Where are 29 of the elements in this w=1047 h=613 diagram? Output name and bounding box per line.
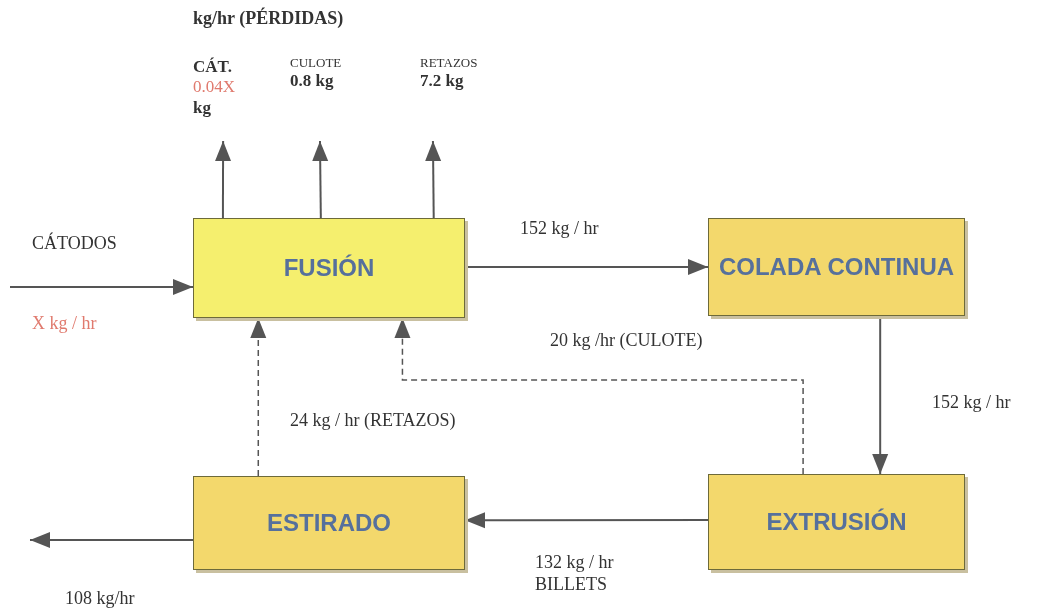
process-box — [193, 218, 465, 318]
process-label: COLADA CONTINUA — [718, 252, 955, 282]
process-label: EXTRUSIÓN — [766, 507, 907, 537]
edge-label: 20 kg /hr (CULOTE) — [550, 330, 704, 352]
edge-label: CÁTODOS — [32, 233, 118, 255]
note-label: kg/hr (PÉRDIDAS) — [193, 8, 344, 30]
arrow — [29, 532, 194, 548]
loss-text: 0.8 kg — [290, 70, 334, 91]
loss-text: 7.2 kg — [420, 70, 464, 91]
edge-label: 152 kg / hr — [932, 392, 1012, 414]
process-label: FUSIÓN — [283, 253, 375, 283]
process-box — [708, 474, 965, 570]
arrow — [425, 140, 442, 219]
loss-text: kg — [193, 97, 211, 119]
process-box — [193, 476, 465, 570]
loss-text: CÁT. — [193, 57, 232, 78]
edge-label: 24 kg / hr (RETAZOS) — [290, 410, 457, 432]
arrow — [9, 279, 194, 295]
edge-label: 152 kg / hr — [520, 218, 600, 240]
edge-label: 132 kg / hr BILLETS — [535, 552, 615, 596]
process-box — [708, 218, 965, 316]
arrow — [215, 140, 232, 219]
note-label: X kg / hr — [32, 313, 97, 335]
arrow — [312, 140, 329, 219]
process-label: ESTIRADO — [267, 508, 391, 538]
edge-label: 108 kg/hr — [65, 588, 136, 610]
loss-text: RETAZOS — [420, 55, 478, 71]
loss-text: 0.04X — [193, 77, 236, 98]
loss-text: CULOTE — [290, 55, 342, 71]
